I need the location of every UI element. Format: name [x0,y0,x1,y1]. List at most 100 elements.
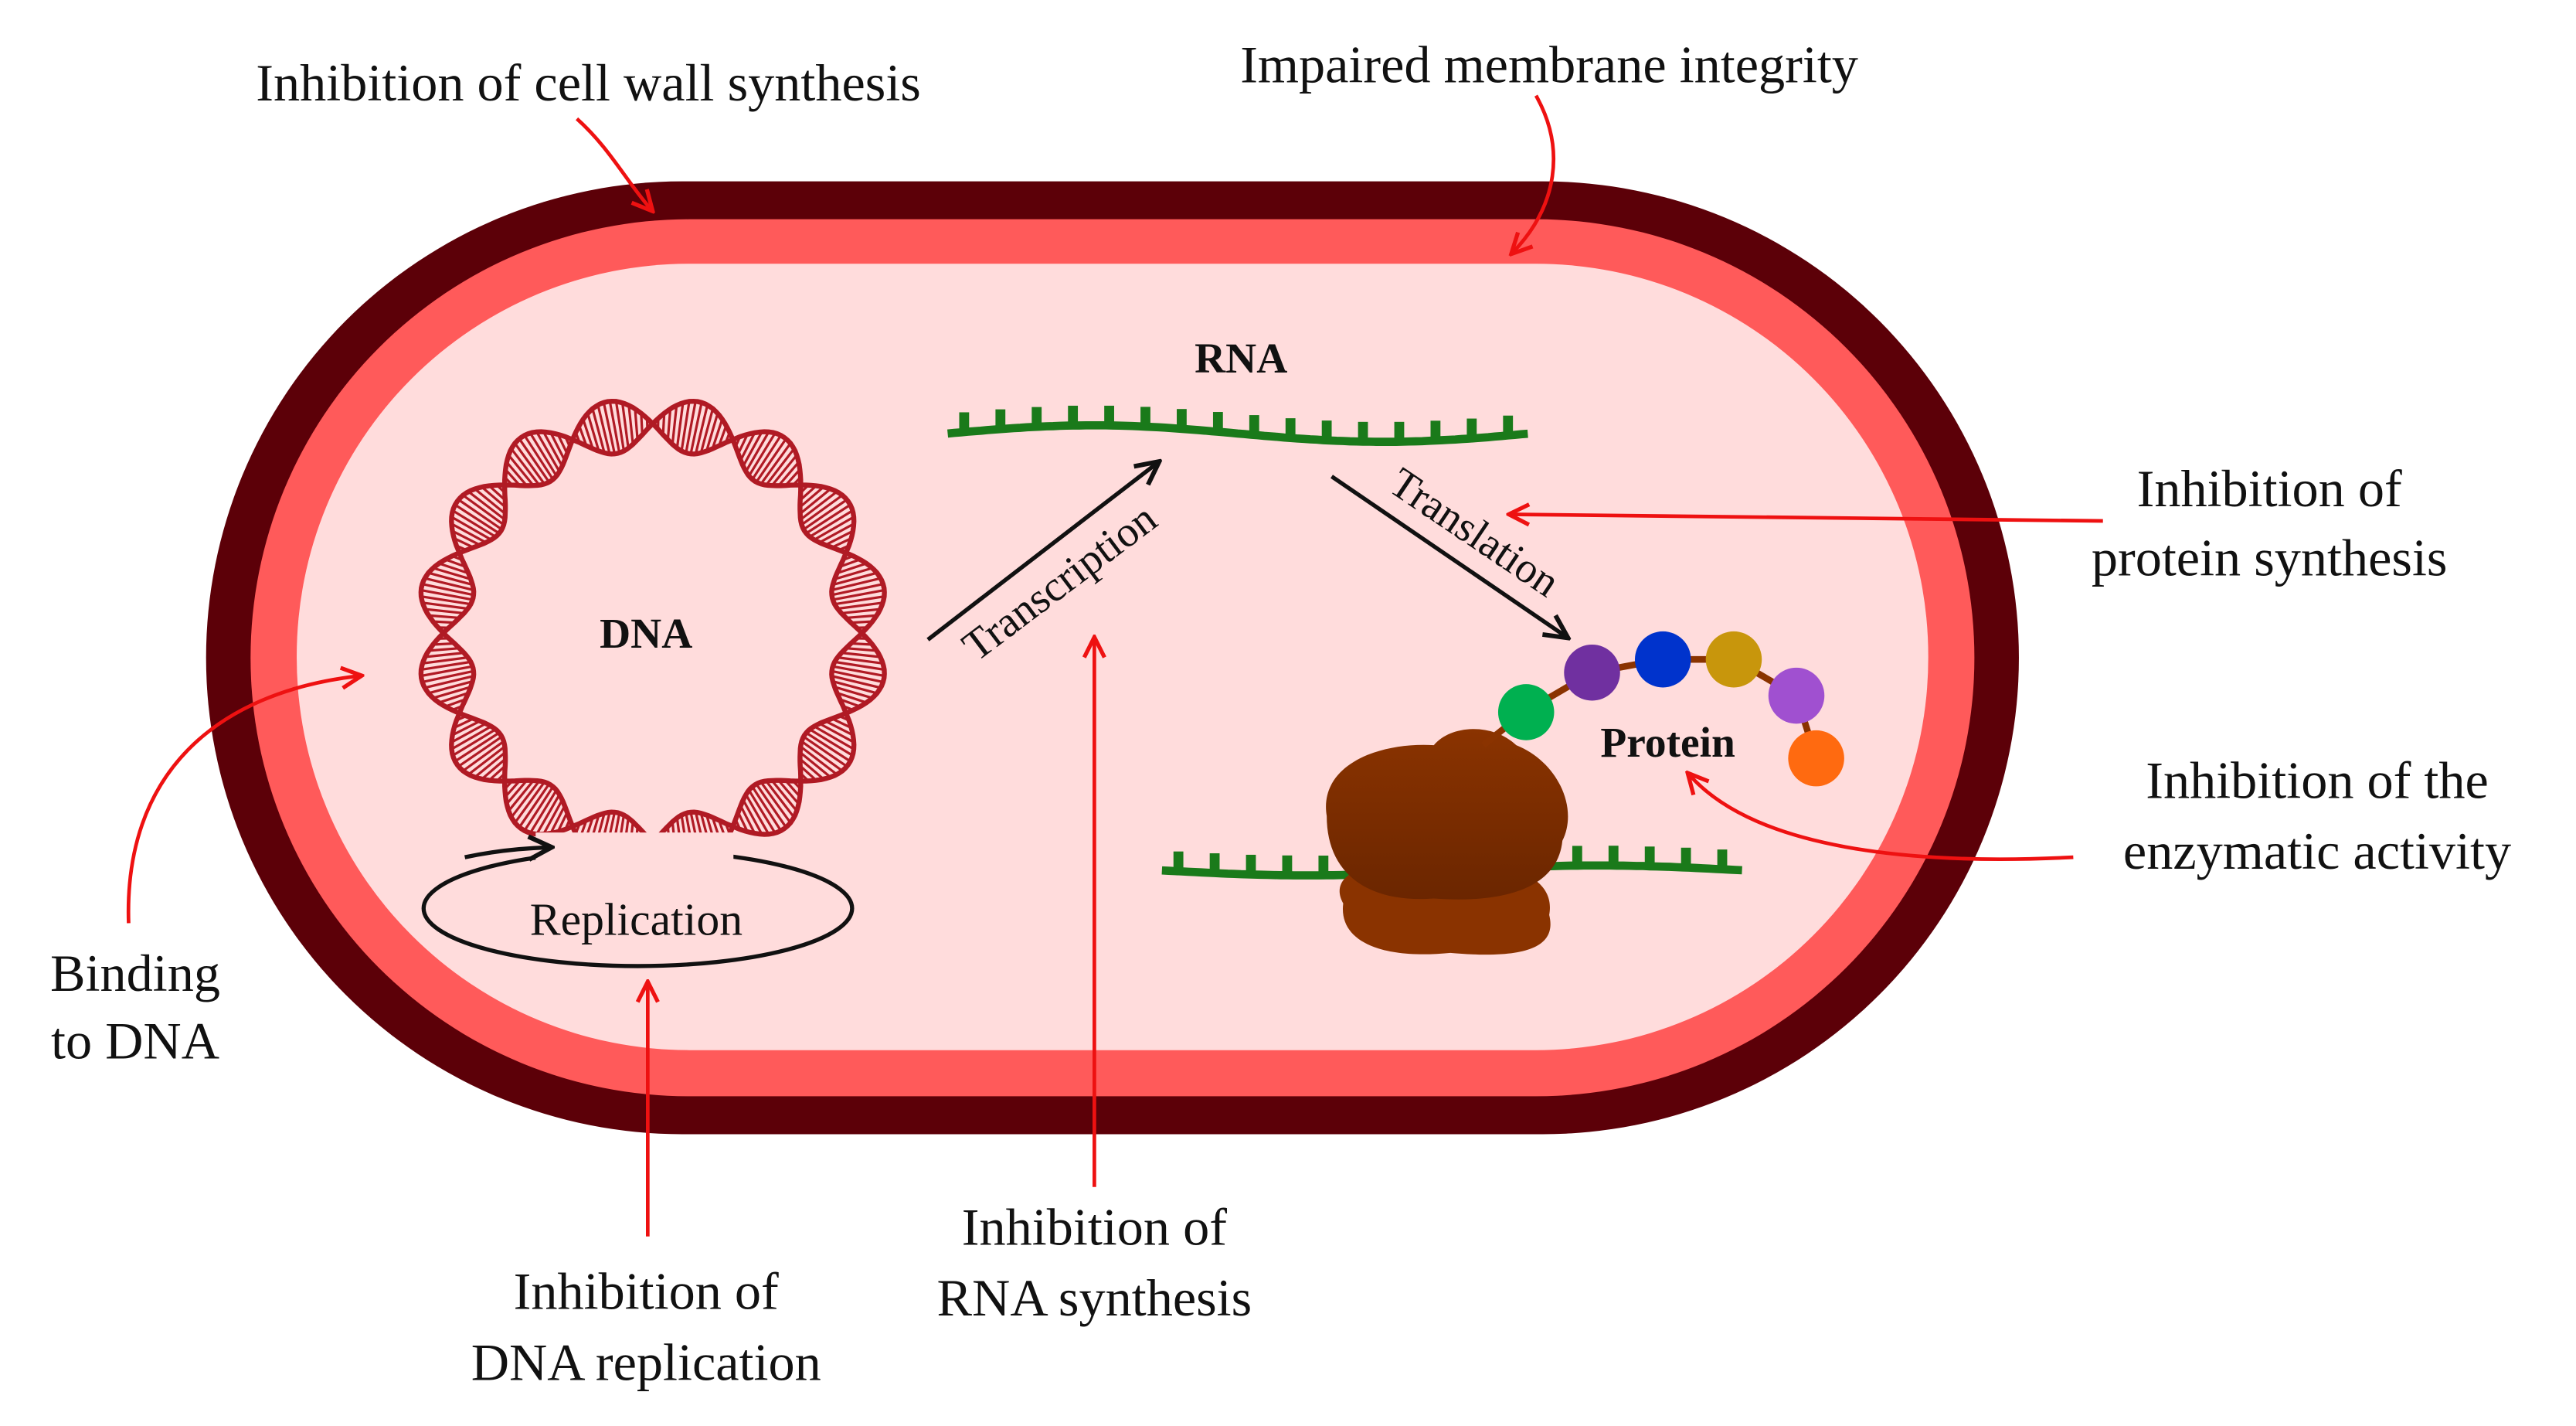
dna-base-pair [564,819,571,830]
nucleotide [1608,846,1619,866]
dna-base-pair [803,499,848,531]
dna-base-pair [831,717,852,730]
dna-base-pair [777,461,800,487]
dna-base-pair [836,691,867,704]
dna-base-pair [433,642,455,646]
dna-base-pair [450,725,492,750]
dna-base-pair [831,536,852,549]
cell-wall-label: Inhibition of cell wall synthesis [256,53,921,112]
dna-base-pair [838,714,850,722]
dna-base-pair [739,432,756,461]
protein-chain [1481,631,1844,787]
ribosome [1326,729,1568,955]
dna-base-pair [799,485,824,509]
dna-base-pair [451,529,481,546]
enzymatic-label-line1: Inhibition of the [2146,750,2489,809]
dna-base-pair [837,656,883,665]
nucleotide [1466,418,1477,439]
nucleotide [1209,853,1220,873]
dna-base-pair [724,822,731,835]
dna-base-pair [549,805,566,834]
dna-base-pair [805,731,851,763]
dna-base-pair [834,567,873,580]
dna-base-pair [488,485,506,502]
nucleotide [1173,851,1184,872]
transcription-arrow [926,463,1157,642]
dna-base-pair [428,614,460,620]
dna-base-pair [523,785,555,832]
dna-base-pair [734,819,742,830]
dna-base-pair [751,434,783,481]
dna-base-pair [813,725,855,750]
dna-base-pair [832,680,878,695]
dna-base-pair [574,431,581,444]
dna-base-pair [831,669,884,683]
dna-base-pair [838,544,850,552]
dna-base-pair [528,789,558,834]
nucleotide [1212,412,1223,432]
dna-base-pair [424,577,474,591]
dna-base-pair [824,529,854,546]
dna-base-pair [424,675,474,689]
membrane-inhibition-arrow [1513,94,1555,253]
dna-base-pair [760,442,792,485]
dna-base-pair [508,454,535,487]
binding-label-line1: Binding [50,944,220,1002]
dna-base-pair [549,432,566,461]
dna-base-pair [535,431,561,472]
dna-base-pair [689,402,703,454]
dna-base-pair [556,434,569,454]
dna-base-pair [444,698,466,708]
dna-base-pair [528,432,558,477]
cell-wall-inhibition-arrow [576,117,651,209]
dna-base-pair [510,448,541,486]
dna-base-pair [745,794,770,836]
dna-base-pair [450,516,492,541]
dna-base-pair [474,488,506,515]
dna-base-pair [834,595,885,606]
dna-base-pair [422,669,474,683]
dna-base-pair [454,731,500,763]
nucleotide [1068,405,1079,426]
enzymatic-label-line2: enzymatic activity [2123,822,2511,880]
dna-base-pair [841,607,881,615]
nucleotide [995,409,1006,430]
dna-base-pair [467,745,506,776]
dna-base-pair [799,485,817,502]
dna-base-pair [474,751,506,778]
dna-base-pair [832,571,878,587]
dna-base-pair [457,499,503,531]
dna-base-pair [851,620,873,625]
dna-base-pair [792,476,802,486]
dna-base-pair [742,799,763,836]
dna-base-pair [777,779,800,805]
dna-base-pair [578,425,588,447]
dna-base-pair [699,408,715,454]
nucleotide [1104,405,1114,426]
protein-synthesis-label-line2: protein synthesis [2092,528,2448,587]
rna-synthesis-label-line2: RNA synthesis [937,1268,1252,1327]
binding-label-line2: to DNA [51,1011,219,1070]
rna-label: RNA [1195,335,1287,382]
dna-base-pair [765,780,795,819]
dna-base-pair [444,558,466,568]
nucleotide [1644,846,1655,866]
nucleotide [1572,846,1582,866]
dna-base-pair [556,812,569,832]
dna-base-pair [505,461,528,487]
dna-base-pair [755,437,787,483]
dna-base-pair [842,554,854,562]
dna-base-pair [724,431,731,444]
dna-base-pair [454,717,474,730]
membrane-label: Impaired membrane integrity [1240,36,1858,94]
dna-base-pair [839,698,861,708]
dna-base-pair [564,436,571,448]
nucleotide [1246,854,1256,875]
dna-base-pair [747,789,777,834]
dna-base-pair [705,413,719,452]
nucleotide [1394,421,1405,442]
dna-base-pair [481,485,507,509]
dna-base-pair [784,468,801,487]
dna-base-pair [518,783,550,829]
dna-label: DNA [600,610,692,657]
